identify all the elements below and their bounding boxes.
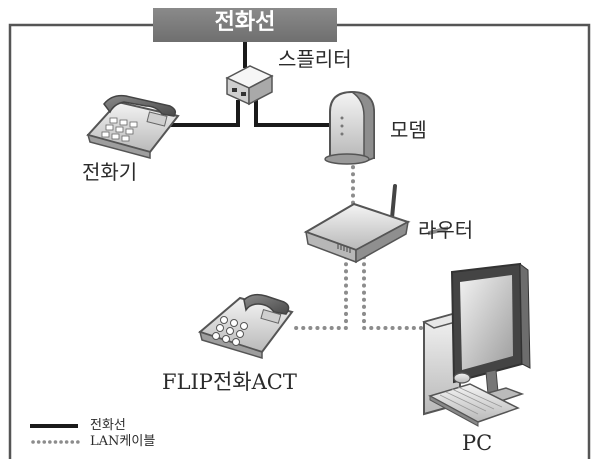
router-label: 라우터 bbox=[418, 218, 474, 242]
phone-line-to-phone bbox=[170, 100, 240, 127]
flip-phone-device bbox=[197, 293, 294, 360]
title-text: 전화선 bbox=[214, 10, 276, 35]
flip-phone-label: FLIP전화ACT bbox=[162, 370, 297, 394]
lan-router-phone bbox=[288, 248, 348, 330]
lan-cables bbox=[288, 158, 434, 330]
lan-router-pc bbox=[362, 248, 434, 330]
splitter-label: 스플리터 bbox=[278, 47, 352, 71]
splitter-device bbox=[225, 65, 274, 106]
phone-label: 전화기 bbox=[82, 160, 138, 184]
pc-label: PC bbox=[462, 431, 493, 455]
phone-line-to-modem bbox=[254, 100, 332, 127]
desk-phone-device bbox=[86, 94, 180, 159]
legend-phone-line-label: 전화선 bbox=[90, 418, 126, 433]
legend-lan-cable-label: LAN케이블 bbox=[90, 434, 156, 449]
modem-label: 모뎀 bbox=[390, 118, 427, 142]
pc-device bbox=[422, 226, 531, 427]
router-device bbox=[303, 184, 411, 264]
diagram-frame bbox=[8, 23, 591, 459]
modem-device bbox=[324, 90, 375, 165]
title-banner bbox=[153, 8, 337, 42]
